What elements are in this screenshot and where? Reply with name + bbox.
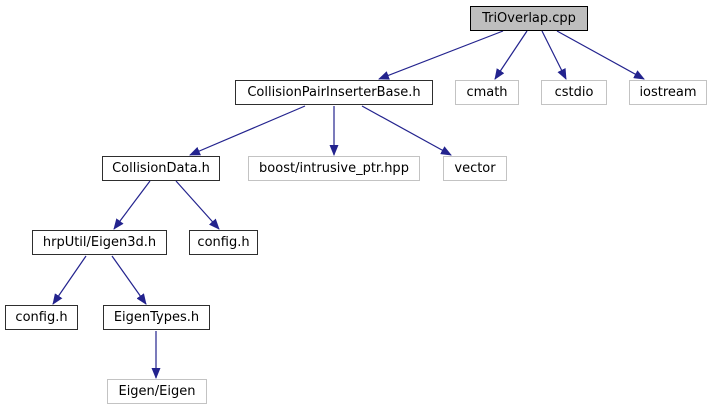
graph-node-collisionpairinserterbase-h[interactable]: CollisionPairInserterBase.h <box>235 80 433 105</box>
graph-node-trioverlap-cpp: TriOverlap.cpp <box>470 6 588 31</box>
graph-node-hrputil-eigen3d-h[interactable]: hrpUtil/Eigen3d.h <box>32 230 167 255</box>
graph-node-eigen-eigen: Eigen/Eigen <box>107 379 207 404</box>
edge-collisiondata-to-hrputileigen3d <box>113 180 151 230</box>
edge-trioverlap-to-cmath <box>494 30 528 80</box>
graph-node-cmath: cmath <box>455 80 519 105</box>
edge-collisionpairinserterbase-to-collisiondata <box>189 105 306 156</box>
edge-hrputileigen3d-to-config-lower <box>52 255 87 305</box>
graph-node-eigentypes-h[interactable]: EigenTypes.h <box>103 305 210 330</box>
edge-trioverlap-to-collisionpairinserterbase <box>378 30 504 80</box>
graph-node-collisiondata-h[interactable]: CollisionData.h <box>102 156 220 181</box>
graph-node-boost-intrusive-ptr-hpp: boost/intrusive_ptr.hpp <box>248 156 420 181</box>
graph-node-iostream: iostream <box>629 80 707 105</box>
edge-trioverlap-to-cstdio <box>541 30 567 80</box>
edge-collisiondata-to-config-upper <box>175 180 220 230</box>
graph-node-config-h-upper[interactable]: config.h <box>189 230 258 255</box>
graph-node-vector: vector <box>443 156 507 181</box>
edge-trioverlap-to-iostream <box>556 30 645 80</box>
edge-collisionpairinserterbase-to-vector <box>361 105 452 156</box>
graph-node-config-h-lower[interactable]: config.h <box>5 305 78 330</box>
graph-node-cstdio: cstdio <box>541 80 607 105</box>
edge-hrputileigen3d-to-eigentypes <box>111 255 147 305</box>
